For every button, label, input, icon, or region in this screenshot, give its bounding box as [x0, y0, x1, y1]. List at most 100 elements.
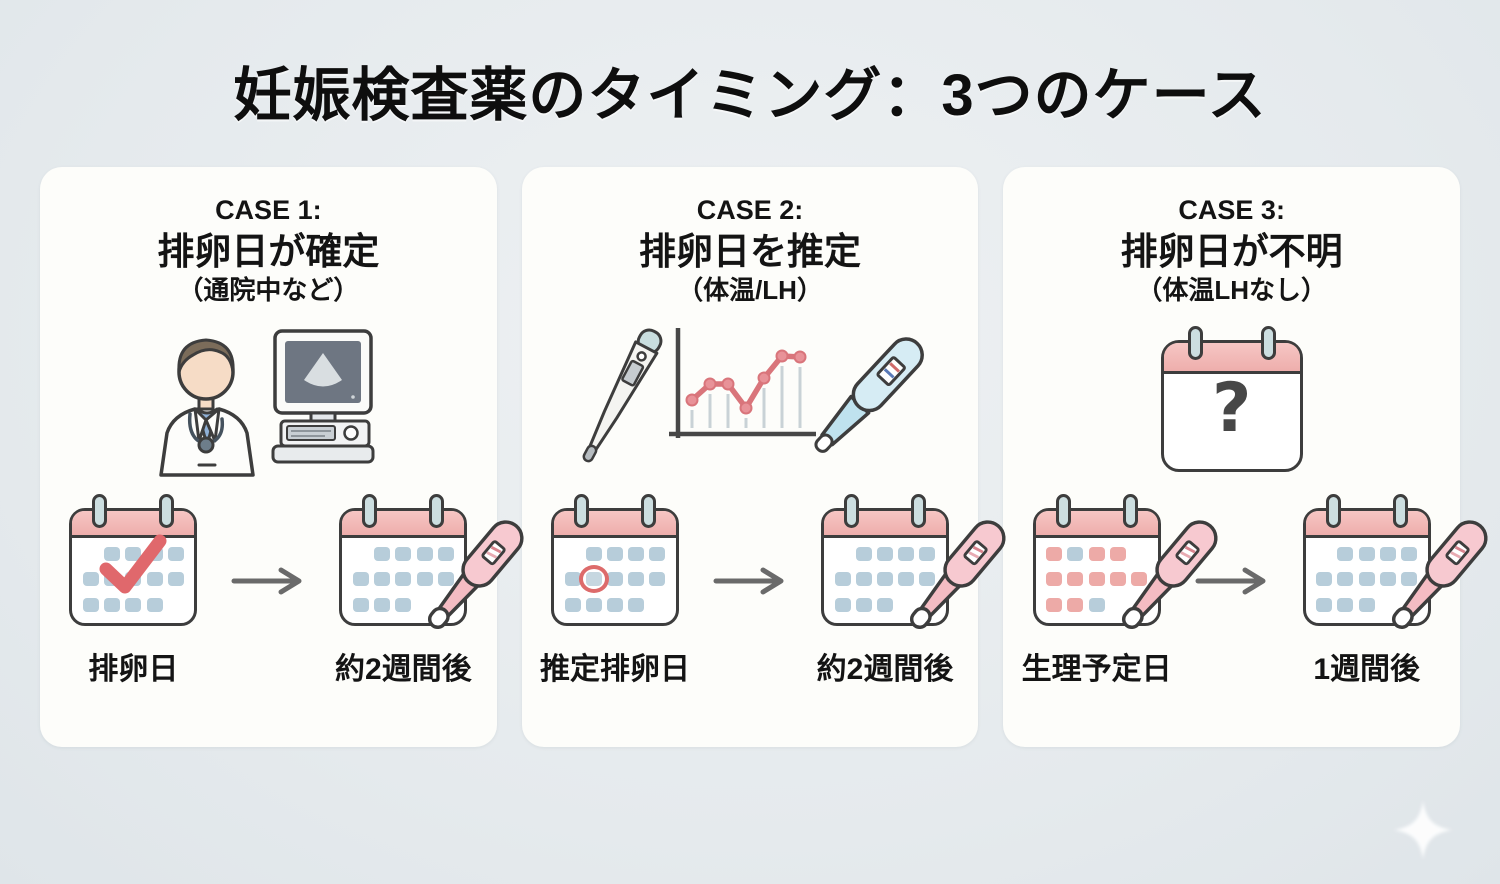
calendar-day-cell [1109, 572, 1126, 587]
calendar-day-cell [395, 572, 412, 587]
calendar-day-cell [374, 597, 391, 612]
timeline: 排卵日 約2週間後 [40, 490, 524, 688]
pregnancy-test-icon [909, 520, 1006, 630]
calendar-day-cell [1358, 547, 1375, 562]
thermometer-icon [582, 328, 663, 463]
question-icon: ? [1211, 369, 1252, 449]
calendar-day-cell [125, 547, 142, 562]
case-label: CASE 2: [696, 194, 804, 225]
calendar-ovulation-day [69, 494, 198, 627]
calendar-day-cell [564, 572, 581, 587]
calendar-day-cell [352, 597, 369, 612]
calendar-test-day [821, 494, 1006, 630]
calendar-day-cell [374, 572, 391, 587]
calendar-day-cell [564, 597, 581, 612]
calendar-day-cell [352, 572, 369, 587]
calendar-day-cell [1379, 547, 1396, 562]
arrow-right-icon [713, 566, 787, 601]
calendar-ring [1187, 326, 1203, 361]
calendar-ring [429, 494, 445, 529]
calendar-day-cell [834, 572, 851, 587]
calendar-ring [1055, 494, 1071, 529]
hero-thermometer-chart-lh [522, 316, 979, 478]
timeline-end-label: 約2週間後 [334, 653, 472, 687]
calendar-day-cell [416, 547, 433, 562]
calendar-day-cell [1067, 572, 1084, 587]
case-card-1: CASE 1: 排卵日が確定 （通院中など） [40, 166, 524, 747]
calendar-ring [1392, 494, 1408, 529]
calendar-day-cell [834, 597, 851, 612]
calendar-day-cell [1401, 572, 1418, 587]
calendar-day-cell [649, 572, 666, 587]
calendar-grid [1046, 543, 1148, 615]
calendar-day-cell [585, 547, 602, 562]
card-heading: 排卵日が不明 [1120, 230, 1343, 272]
cards-row: CASE 1: 排卵日が確定 （通院中など） [0, 166, 1500, 747]
calendar-day-cell [1046, 597, 1063, 612]
calendar-day-cell [395, 547, 412, 562]
calendar-day-cell [1109, 547, 1126, 562]
card-subheading: （通院中など） [177, 275, 360, 306]
calendar-day-cell [1067, 597, 1084, 612]
calendar-ring [159, 494, 175, 529]
calendar-day-cell [606, 597, 623, 612]
calendar-day-cell [1046, 572, 1063, 587]
calendar-day-cell [606, 572, 623, 587]
calendar-day-cell [898, 572, 915, 587]
timeline-start-label: 生理予定日 [1021, 653, 1172, 687]
calendar-day-cell [416, 572, 433, 587]
timeline-end-label: 約2週間後 [816, 653, 954, 687]
calendar-day-cell [1316, 572, 1333, 587]
pregnancy-test-icon [428, 520, 524, 630]
calendar-ring [1260, 326, 1276, 361]
calendar-day-cell [437, 572, 454, 587]
calendar-estimated-ovulation [551, 494, 679, 627]
calendar-day-cell [1316, 597, 1333, 612]
pregnancy-test-icon [1121, 520, 1218, 630]
card-heading: 排卵日を推定 [639, 230, 861, 272]
sparkle-decoration [1393, 800, 1453, 860]
page-title: 妊娠検査薬のタイミング：3つのケース [233, 63, 1267, 128]
calendar-day-cell [1358, 572, 1375, 587]
calendar-day-cell [876, 572, 893, 587]
check-icon [99, 534, 167, 594]
calendar-day-cell [876, 547, 893, 562]
calendar-ring [844, 494, 859, 529]
calendar-grid [352, 543, 454, 615]
calendar-day-cell [1337, 572, 1354, 587]
calendar-day-cell [82, 597, 99, 612]
calendar-header [1163, 343, 1300, 375]
case-label: CASE 1: [215, 194, 322, 225]
calendar-day-cell [125, 597, 142, 612]
calendar-day-cell [167, 547, 184, 562]
hero-question-calendar: ? [1003, 316, 1460, 478]
calendar-day-cell [146, 572, 163, 587]
calendar-header [342, 511, 465, 539]
calendar-ring [911, 494, 926, 529]
case-card-3: CASE 3: 排卵日が不明 （体温LHなし） ? 生理予定日 [1003, 166, 1488, 747]
card-subheading: （体温/LH） [677, 275, 823, 306]
timeline-start-label: 推定排卵日 [540, 653, 690, 687]
calendar-day-cell [628, 597, 645, 612]
card-subheading: （体温LHなし） [1136, 275, 1328, 306]
case-card-2: CASE 2: 排卵日を推定 （体温/LH） [521, 166, 1006, 747]
calendar-ring [92, 494, 108, 529]
calendar-day-cell [855, 597, 872, 612]
calendar-day-cell [628, 547, 645, 562]
timeline-end-label: 1週間後 [1313, 653, 1421, 687]
calendar-day-cell [1337, 547, 1354, 562]
case-label: CASE 3: [1178, 194, 1285, 225]
calendar-day-cell [919, 572, 936, 587]
timeline: 推定排卵日 約2週間後 [522, 490, 1006, 688]
card-heading: 排卵日が確定 [157, 230, 380, 272]
calendar-day-cell [1379, 572, 1396, 587]
calendar-ring [641, 494, 656, 529]
doctor-icon [159, 338, 256, 478]
arrow-right-icon [231, 566, 305, 601]
calendar-day-cell [1046, 547, 1063, 562]
calendar-day-cell [585, 597, 602, 612]
calendar-ring [362, 494, 378, 529]
timeline: 生理予定日 1週間後 [1003, 490, 1488, 688]
calendar-day-cell [1067, 547, 1084, 562]
bbt-illustration [582, 328, 924, 463]
